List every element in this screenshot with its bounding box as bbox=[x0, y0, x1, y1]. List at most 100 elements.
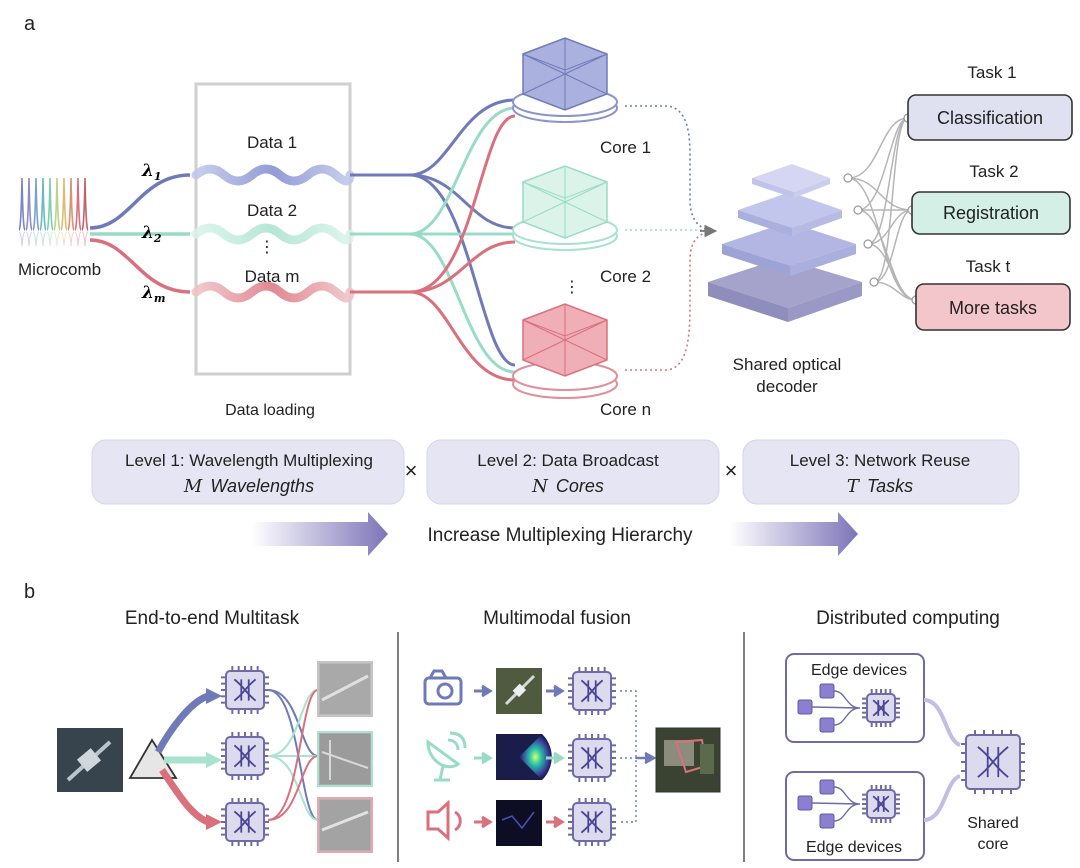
comb-spike-reflection bbox=[53, 231, 61, 247]
comb-spike-reflection bbox=[18, 231, 26, 247]
comb-spike-reflection bbox=[39, 231, 47, 247]
fusion-arrow-4 bbox=[546, 684, 565, 698]
core-2 bbox=[512, 165, 618, 251]
core-1 bbox=[512, 37, 618, 123]
shared-core-chip-icon bbox=[961, 730, 1025, 794]
comb-spike bbox=[25, 177, 33, 231]
lambda-m-label: λm bbox=[141, 283, 166, 305]
chip-icon bbox=[221, 798, 269, 846]
hierarchy-label: Increase Multiplexing Hierarchy bbox=[427, 525, 693, 546]
comb-spike bbox=[67, 177, 75, 231]
core-n bbox=[512, 303, 618, 399]
shared-core-label-line2: core bbox=[977, 836, 1008, 853]
chip-icon bbox=[568, 734, 616, 782]
level-2-title: Level 2: Data Broadcast bbox=[477, 451, 659, 470]
decoder-output-network bbox=[847, 117, 917, 301]
level-3-box bbox=[742, 439, 1020, 505]
times-1: × bbox=[405, 458, 418, 483]
fusion-arrow-6 bbox=[546, 815, 565, 829]
edge-devices-label-2: Edge devices bbox=[806, 839, 902, 856]
edge-devices-label-1: Edge devices bbox=[811, 662, 907, 679]
section-distributed-title: Distributed computing bbox=[816, 608, 1000, 629]
output-image-2 bbox=[317, 731, 373, 787]
satellite-image bbox=[57, 728, 123, 792]
task-more-box bbox=[915, 283, 1071, 331]
multitask-chips bbox=[221, 666, 269, 846]
fusion-arrow-1 bbox=[474, 684, 493, 698]
arrow-head-red bbox=[206, 814, 222, 830]
lambda-labels: λ1 λ2 λm bbox=[141, 161, 166, 305]
camera-icon bbox=[423, 669, 463, 706]
shared-core-label-line1: Shared bbox=[967, 815, 1019, 832]
hierarchy-arrow-right bbox=[730, 512, 858, 556]
lambda-2-label: λ2 bbox=[141, 223, 162, 245]
data-loading-label: Data loading bbox=[225, 402, 315, 419]
level-1-title: Level 1: Wavelength Multiplexing bbox=[125, 451, 373, 470]
comb-spike-reflection bbox=[46, 231, 54, 247]
edge-links-2 bbox=[811, 786, 861, 822]
comb-spike bbox=[60, 177, 68, 231]
arrow-head-teal bbox=[206, 752, 222, 768]
data-1-label: Data 1 bbox=[247, 133, 297, 152]
waveguides bbox=[89, 173, 191, 294]
output-image-1 bbox=[317, 661, 373, 717]
comb-spike-reflection bbox=[67, 231, 75, 247]
panel-b-label: b bbox=[24, 581, 35, 603]
fusion-arrow-3 bbox=[474, 815, 493, 829]
distributed-chips bbox=[862, 689, 1025, 823]
chip-icon bbox=[568, 667, 616, 715]
arrow-head-blue bbox=[206, 688, 222, 704]
data-2-label: Data 2 bbox=[247, 201, 297, 220]
task-registration-label: Registration bbox=[943, 203, 1039, 223]
chip-icon bbox=[568, 798, 616, 846]
comb-spike-reflection bbox=[81, 231, 89, 247]
fusion-arrow-5 bbox=[546, 751, 565, 765]
lambda-1-label: λ1 bbox=[141, 161, 162, 183]
task-registration-box bbox=[911, 191, 1071, 235]
task-t-title: Task t bbox=[966, 257, 1011, 276]
task-more-label: More tasks bbox=[949, 298, 1037, 318]
fused-result-image bbox=[655, 727, 721, 793]
core-to-decoder-links bbox=[625, 105, 718, 371]
edge-db-icons-2 bbox=[797, 779, 835, 829]
data-dots: ⋮ bbox=[259, 239, 275, 256]
chip-icon bbox=[221, 732, 269, 780]
edge-links-1 bbox=[811, 690, 861, 726]
fusion-optical-image bbox=[496, 668, 542, 714]
decoder-label-line2: decoder bbox=[756, 377, 818, 396]
edge-to-core-links bbox=[923, 698, 962, 822]
level-3-title: Level 3: Network Reuse bbox=[790, 451, 970, 470]
comb-spike bbox=[81, 177, 89, 231]
task-classification-label: Classification bbox=[937, 108, 1043, 128]
comb-spike-reflection bbox=[74, 231, 82, 247]
chip-icon bbox=[862, 785, 900, 823]
comb-spike bbox=[53, 177, 61, 231]
comb-spike bbox=[74, 177, 82, 231]
comb-spike-reflection bbox=[32, 231, 40, 247]
data-waves bbox=[191, 164, 355, 303]
comb-spike-reflection bbox=[25, 231, 33, 247]
section-multitask-title: End-to-end Multitask bbox=[125, 608, 300, 629]
comb-spike bbox=[46, 177, 54, 231]
fusion-merge-arrow bbox=[636, 751, 657, 765]
fusion-arrow-2 bbox=[474, 751, 493, 765]
fusion-audio-image bbox=[496, 800, 542, 846]
microcomb-label: Microcomb bbox=[18, 260, 101, 279]
core-2-label: Core 2 bbox=[600, 267, 651, 286]
times-2: × bbox=[725, 458, 738, 483]
comb-spike bbox=[39, 177, 47, 231]
comb-spike-reflection bbox=[60, 231, 68, 247]
fusion-radar-image bbox=[496, 734, 552, 780]
decoder-label-line1: Shared optical bbox=[733, 355, 842, 374]
speaker-icon bbox=[426, 799, 462, 842]
chip-icon bbox=[862, 689, 900, 727]
core-1-label: Core 1 bbox=[600, 138, 651, 157]
data-m-label: Data m bbox=[245, 267, 300, 286]
broadcast-lines bbox=[350, 98, 516, 382]
multitask-beams bbox=[154, 692, 210, 826]
core-n-label: Core n bbox=[600, 400, 651, 419]
task-2-title: Task 2 bbox=[969, 162, 1018, 181]
